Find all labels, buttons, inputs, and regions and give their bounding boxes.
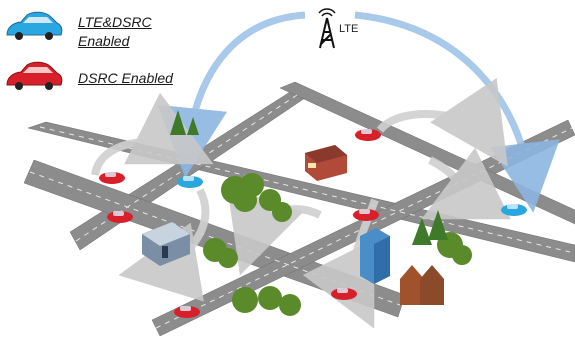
houses-icon [400,265,444,305]
dsrc-arc-2 [118,188,210,302]
legend-car-blue-icon [6,11,63,40]
car-red-icon [107,211,133,223]
tree-icon [203,173,472,316]
dsrc-links [91,77,511,329]
car-red-icon [331,288,357,300]
building-icon [305,145,347,181]
office-building-icon [142,222,190,266]
tower-label: LTE [339,23,359,35]
cell-tower-icon [318,8,336,49]
legend-lte-dsrc-label-line1: LTE&DSRC [78,14,152,30]
car-red-icon [99,172,125,184]
lte-links [157,11,560,213]
car-red-icon [353,209,379,221]
car-blue-icon [501,204,527,216]
dsrc-arc-3 [376,77,508,167]
legend-dsrc-label: DSRC Enabled [78,70,173,86]
pine-tree-icon [170,110,448,245]
legend-car-red-icon [6,61,63,90]
tower-building-icon [360,228,390,284]
car-red-icon [174,306,200,318]
buildings [142,145,444,305]
lte-arc-right [354,11,560,213]
dsrc-arc-1 [91,92,214,176]
car-red-icon [355,129,381,141]
legend-icons [6,11,63,90]
trees [170,110,472,316]
legend-lte-dsrc-label-line2: Enabled [78,33,130,49]
car-blue-icon [177,176,203,188]
dsrc-arc-5 [421,147,511,220]
